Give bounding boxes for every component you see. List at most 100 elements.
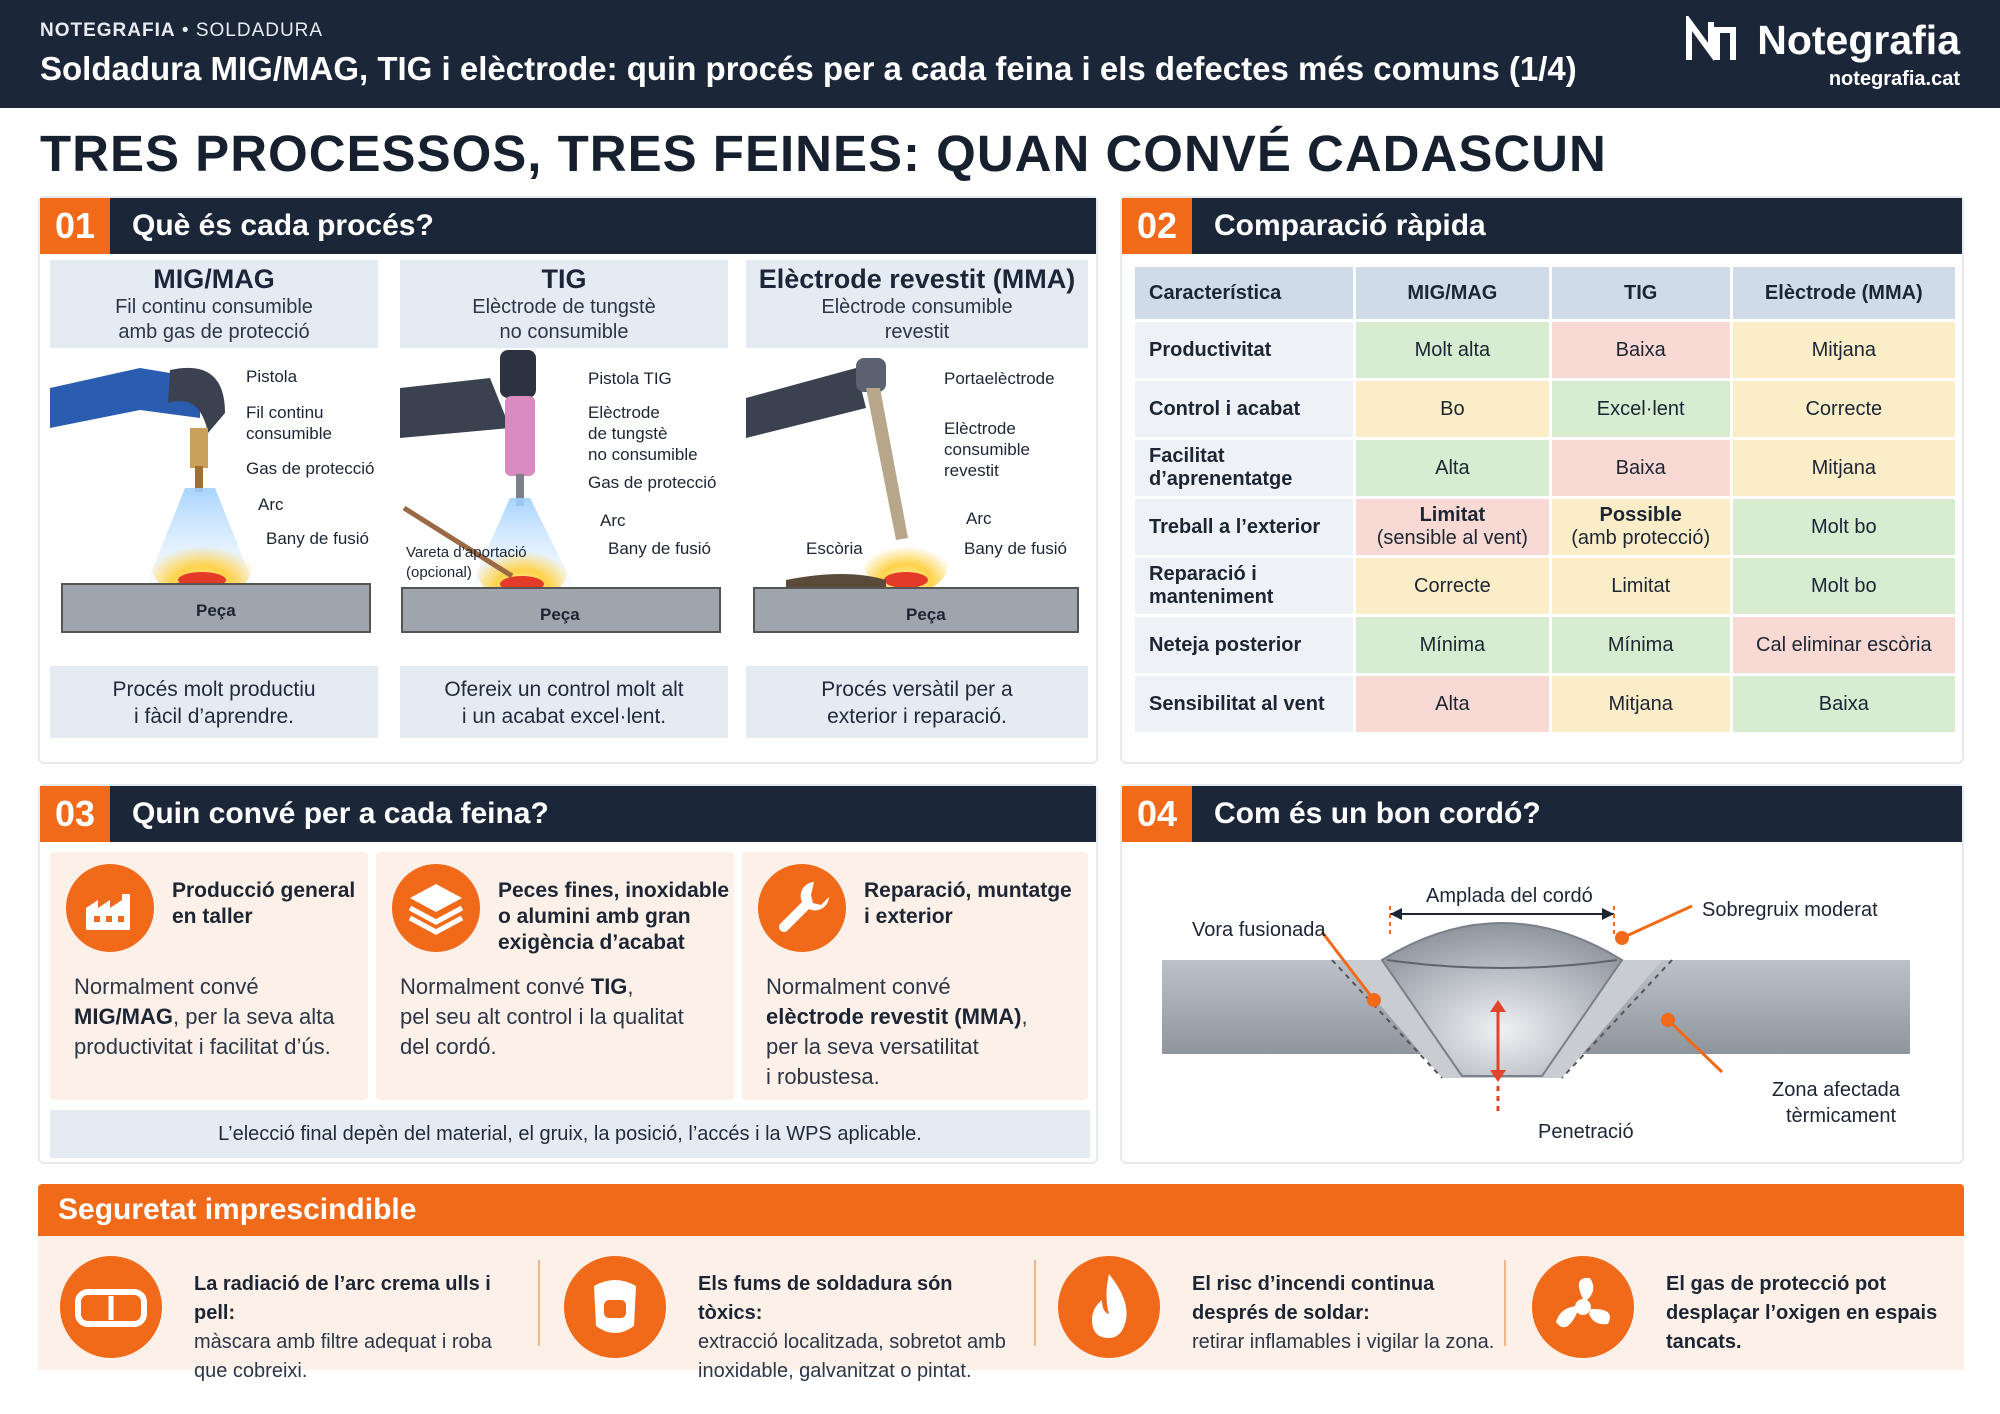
label-electrode-3: no consumible [588, 445, 698, 464]
safety-text: El gas de protecció pot desplaçar l’oxig… [1666, 1273, 1938, 1353]
process-card-mma: Elèctrode revestit (MMA)Elèctrode consum… [746, 260, 1088, 742]
table-cell: Baixa [1732, 676, 1955, 732]
task-body: Normalment convé TIG,pel seu alt control… [400, 974, 684, 1059]
safety-text: El risc d’incendi continua després de so… [1192, 1273, 1495, 1353]
label-wire: Fil continu [246, 403, 324, 422]
label-gun: Pistola TIG [588, 369, 672, 388]
safety-item-gas: El gas de protecció pot desplaçar l’oxig… [1518, 1248, 1958, 1358]
brand[interactable]: Notegrafia [1685, 16, 1960, 64]
process-summary: exterior i reparació. [827, 705, 1007, 728]
process-name: Elèctrode revestit (MMA) [758, 264, 1076, 294]
factory-icon [66, 864, 154, 952]
table-cell: Molt alta [1356, 322, 1549, 378]
table-cell: Limitat [1551, 558, 1730, 614]
label-gas: Gas de protecció [588, 473, 717, 492]
table-cell: Molt bo [1732, 558, 1955, 614]
label-rod-2: (opcional) [406, 564, 472, 581]
respirator-icon [564, 1256, 666, 1358]
label-piece: Peça [906, 605, 946, 624]
label-reinforcement: Sobregruix moderat [1702, 899, 1878, 921]
process-summary: Procés molt productiu [112, 678, 316, 701]
process-summary: i fàcil d’aprendre. [134, 705, 294, 728]
section-number: 03 [40, 786, 110, 842]
row-label: Treball a l’exterior [1135, 499, 1353, 555]
label-pool: Bany de fusió [608, 539, 712, 558]
label-penetration: Penetració [1538, 1121, 1634, 1143]
section-title: Què és cada procés? [132, 209, 434, 242]
row-label: Productivitat [1135, 322, 1353, 378]
label-pool: Bany de fusió [266, 529, 370, 548]
task-title: en taller [172, 905, 253, 928]
safety-item-radiation: La radiació de l’arc crema ulls i pell:m… [46, 1248, 526, 1382]
fire-icon [1058, 1256, 1160, 1358]
process-desc: Fil continu consumible [115, 296, 313, 318]
safety-text: Els fums de soldadura són tòxics:extracc… [698, 1273, 1006, 1382]
label-rod: Vareta d’aportació [406, 544, 527, 561]
table-cell: Baixa [1551, 322, 1730, 378]
process-name: TIG [541, 264, 587, 294]
tig-torch-icon [400, 350, 721, 633]
label-gas: Gas de protecció [246, 459, 375, 478]
task-title: Reparació, muntatge [864, 879, 1072, 902]
table-cell: Excel·lent [1551, 381, 1730, 437]
column-header: Característica [1135, 267, 1353, 319]
label-piece: Peça [196, 601, 236, 620]
kicker: NOTEGRAFIA • SOLDADURA [40, 20, 324, 41]
process-desc: Elèctrode consumible [821, 296, 1013, 318]
table-cell: Cal eliminar escòria [1732, 617, 1955, 673]
mig-torch-icon [50, 367, 371, 633]
task-title: o alumini amb gran [498, 905, 691, 928]
row-label: Neteja posterior [1135, 617, 1353, 673]
table-cell: Molt bo [1732, 499, 1955, 555]
safety-panel: La radiació de l’arc crema ulls i pell:m… [38, 1236, 1964, 1382]
section-header: 01 Què és cada procés? [40, 198, 1096, 254]
mma-holder-icon [746, 358, 1079, 633]
label-haz: Zona afectada [1772, 1079, 1900, 1101]
label-slag: Escòria [806, 539, 863, 558]
header-title: Soldadura MIG/MAG, TIG i elèctrode: quin… [40, 50, 1577, 87]
table-cell: Alta [1356, 440, 1549, 496]
section-number: 01 [40, 198, 110, 254]
label-electrode-3: revestit [944, 461, 999, 480]
table-cell: Mínima [1356, 617, 1549, 673]
top-banner [0, 0, 2000, 108]
brand-url[interactable]: notegrafia.cat [1828, 68, 1960, 90]
tig-illustration: Pistola TIG Elèctrode de tungstè no cons… [400, 348, 728, 666]
label-piece: Peça [540, 605, 580, 624]
safety-item-fire: El risc d’incendi continua després de so… [1044, 1248, 1504, 1358]
process-name: MIG/MAG [153, 264, 275, 294]
section-number: 04 [1122, 786, 1192, 842]
table-cell: Mitjana [1732, 322, 1955, 378]
process-summary: Ofereix un control molt alt [444, 678, 684, 701]
label-arc: Arc [600, 511, 626, 530]
process-desc: no consumible [499, 321, 629, 343]
row-label: Facilitat d’aprenentatge [1135, 440, 1353, 496]
task-card-thin: Peces fines, inoxidable o alumini amb gra… [376, 852, 734, 1100]
mma-illustration: Portaelèctrode Elèctrode consumible reve… [746, 348, 1088, 666]
safety-text: La radiació de l’arc crema ulls i pell:m… [194, 1273, 492, 1382]
process-summary: Procés versàtil per a [821, 678, 1013, 701]
label-haz-2: tèrmicament [1786, 1105, 1897, 1127]
table-cell: Mínima [1551, 617, 1730, 673]
task-title: Producció general [172, 879, 356, 902]
table-cell: Bo [1356, 381, 1549, 437]
label-wire-2: consumible [246, 424, 332, 443]
table-cell: Possible(amb protecció) [1551, 499, 1730, 555]
label-pool: Bany de fusió [964, 539, 1068, 558]
task-title: Peces fines, inoxidable [498, 879, 730, 902]
task-title: i exterior [864, 905, 953, 928]
process-summary: i un acabat excel·lent. [461, 705, 667, 728]
label-arc: Arc [966, 509, 992, 528]
divider [1504, 1260, 1506, 1346]
divider [1034, 1260, 1036, 1346]
